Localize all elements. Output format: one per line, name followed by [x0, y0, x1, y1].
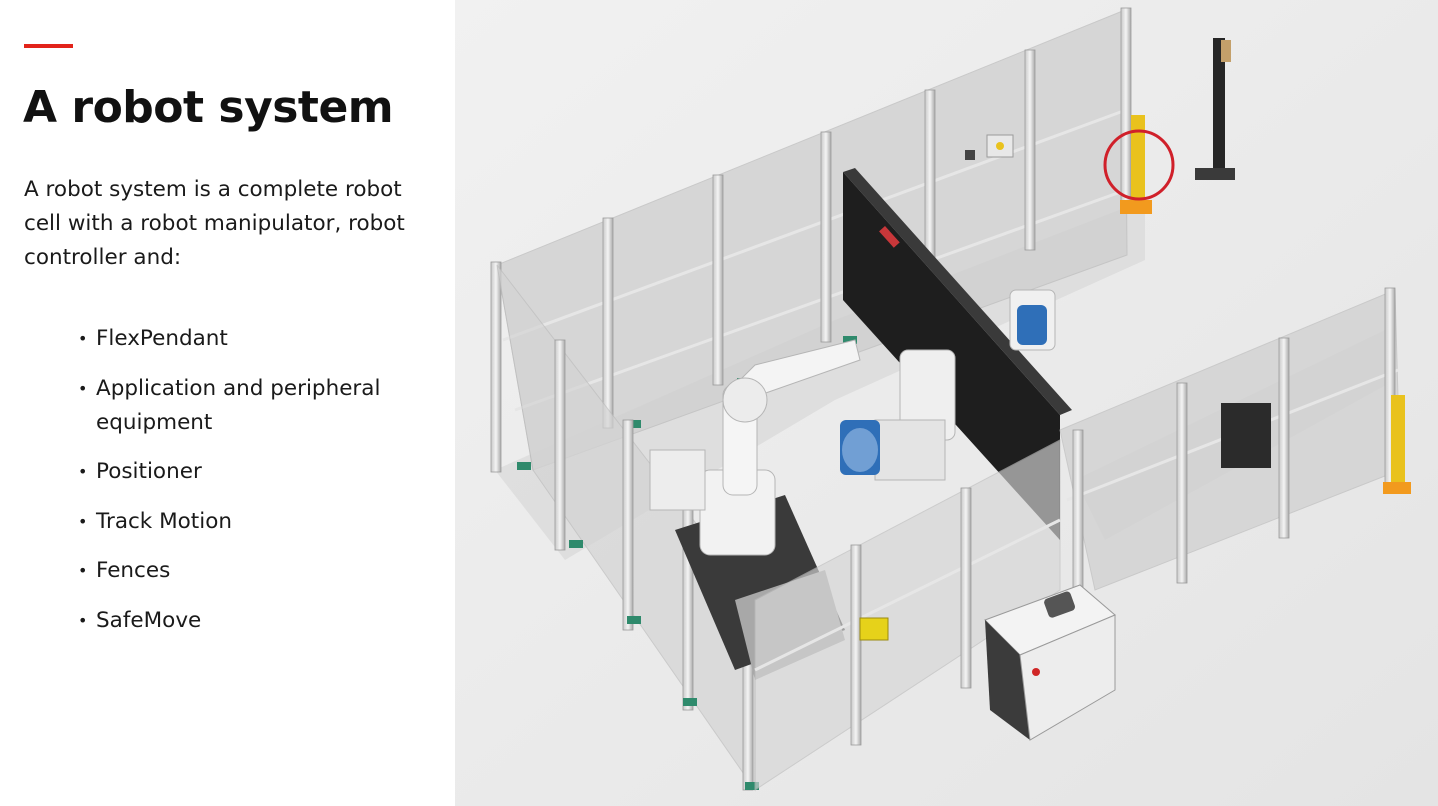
bullet-list: FlexPendant Application and peripheral e… — [78, 322, 448, 653]
robot-cell-illustration — [455, 0, 1438, 806]
slide-title: A robot system — [23, 82, 394, 133]
bullet-item: Fences — [78, 554, 448, 588]
robot-cell-drawing — [455, 0, 1438, 806]
bullet-item: Track Motion — [78, 505, 448, 539]
highlight-circle — [1103, 129, 1175, 201]
bullet-item: SafeMove — [78, 604, 448, 638]
text-panel: A robot system A robot system is a compl… — [0, 0, 455, 806]
bullet-item: Positioner — [78, 455, 448, 489]
intro-paragraph: A robot system is a complete robot cell … — [24, 177, 405, 270]
bullet-item: Application and peripheral equipment — [78, 372, 448, 440]
bullet-item: FlexPendant — [78, 322, 448, 356]
accent-bar — [24, 44, 73, 48]
